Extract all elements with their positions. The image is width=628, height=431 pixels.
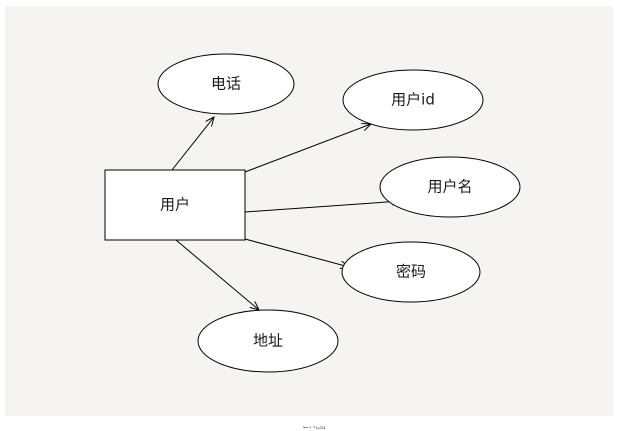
figure-caption: ER图 [302, 420, 326, 431]
entity-box [104, 169, 246, 241]
attribute-label-username: 用户名 [427, 177, 473, 196]
attribute-ellipse-user-id [342, 69, 484, 131]
attribute-label-phone: 电话 [210, 74, 242, 93]
attribute-label-user-id: 用户id [391, 90, 435, 109]
connector-password [244, 238, 349, 267]
attribute-ellipse-address [197, 309, 339, 373]
connector-address [175, 239, 259, 310]
attribute-label-password: 密码 [395, 262, 427, 281]
connector-username [244, 201, 401, 213]
attribute-label-address: 地址 [252, 331, 284, 350]
connector-phone [171, 117, 214, 171]
attribute-ellipse-username [379, 156, 521, 218]
attribute-ellipse-phone [157, 53, 295, 115]
connector-user-id [244, 124, 371, 173]
entity-label: 用户 [159, 195, 191, 214]
attribute-ellipse-password [341, 241, 481, 303]
